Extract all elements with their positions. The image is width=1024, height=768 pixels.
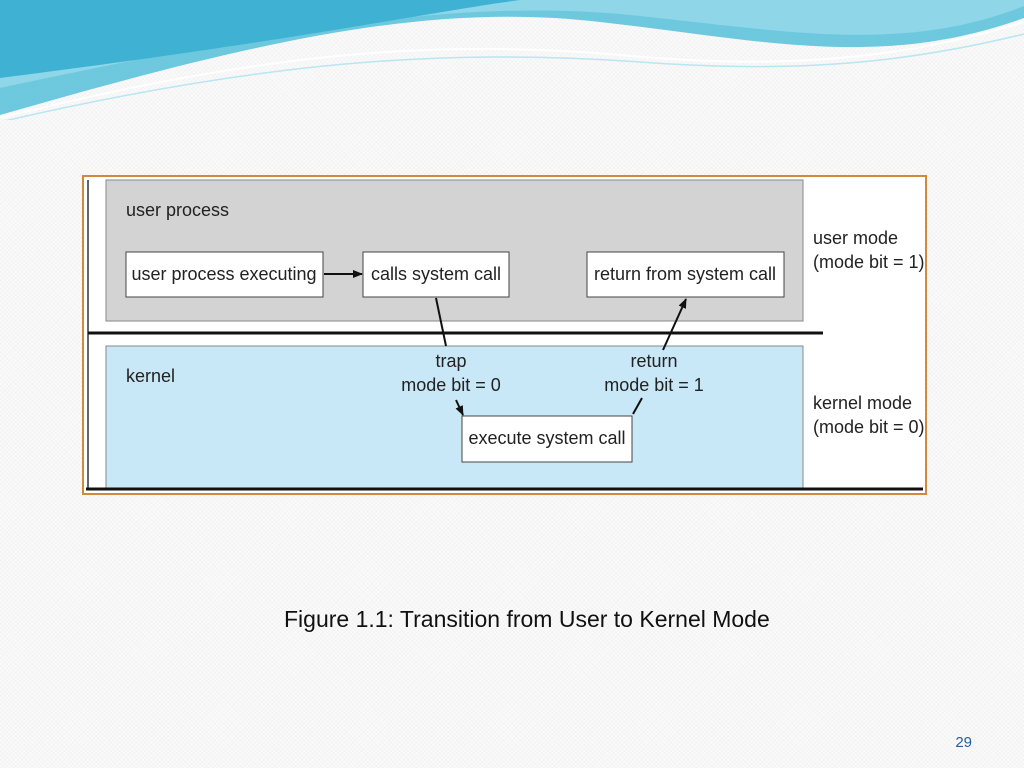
user-region-label: user process xyxy=(126,200,229,220)
return-mode-bit-label: mode bit = 1 xyxy=(604,375,704,395)
return-label: return xyxy=(630,351,677,371)
return-arrow-lower xyxy=(632,397,643,415)
return-from-system-call-text: return from system call xyxy=(594,264,776,284)
kernel-mode-label: kernel mode xyxy=(813,393,912,413)
execute-system-call-box xyxy=(461,415,633,463)
return-arrow-upper xyxy=(662,298,687,351)
trap-arrow-upper xyxy=(435,297,447,347)
kernel-region-label: kernel xyxy=(126,366,175,386)
calls-system-call-box xyxy=(362,251,510,298)
kernel-mode-bit-label: (mode bit = 0) xyxy=(813,417,925,437)
page-number: 29 xyxy=(955,734,972,751)
trap-label: trap xyxy=(435,351,466,371)
return-from-system-call-box xyxy=(586,251,785,298)
header-wave-decoration xyxy=(0,0,1024,120)
user-process-executing-box xyxy=(125,251,324,298)
kernel-region xyxy=(105,345,804,489)
trap-mode-bit-label: mode bit = 0 xyxy=(401,375,501,395)
execute-system-call-text: execute system call xyxy=(468,428,625,448)
user-mode-label: user mode xyxy=(813,228,898,248)
user-mode-bit-label: (mode bit = 1) xyxy=(813,252,925,272)
calls-system-call-text: calls system call xyxy=(371,264,501,284)
trap-arrow-head xyxy=(455,399,464,416)
user-process-executing-text: user process executing xyxy=(131,264,316,284)
figure-caption: Figure 1.1: Transition from User to Kern… xyxy=(284,606,770,632)
